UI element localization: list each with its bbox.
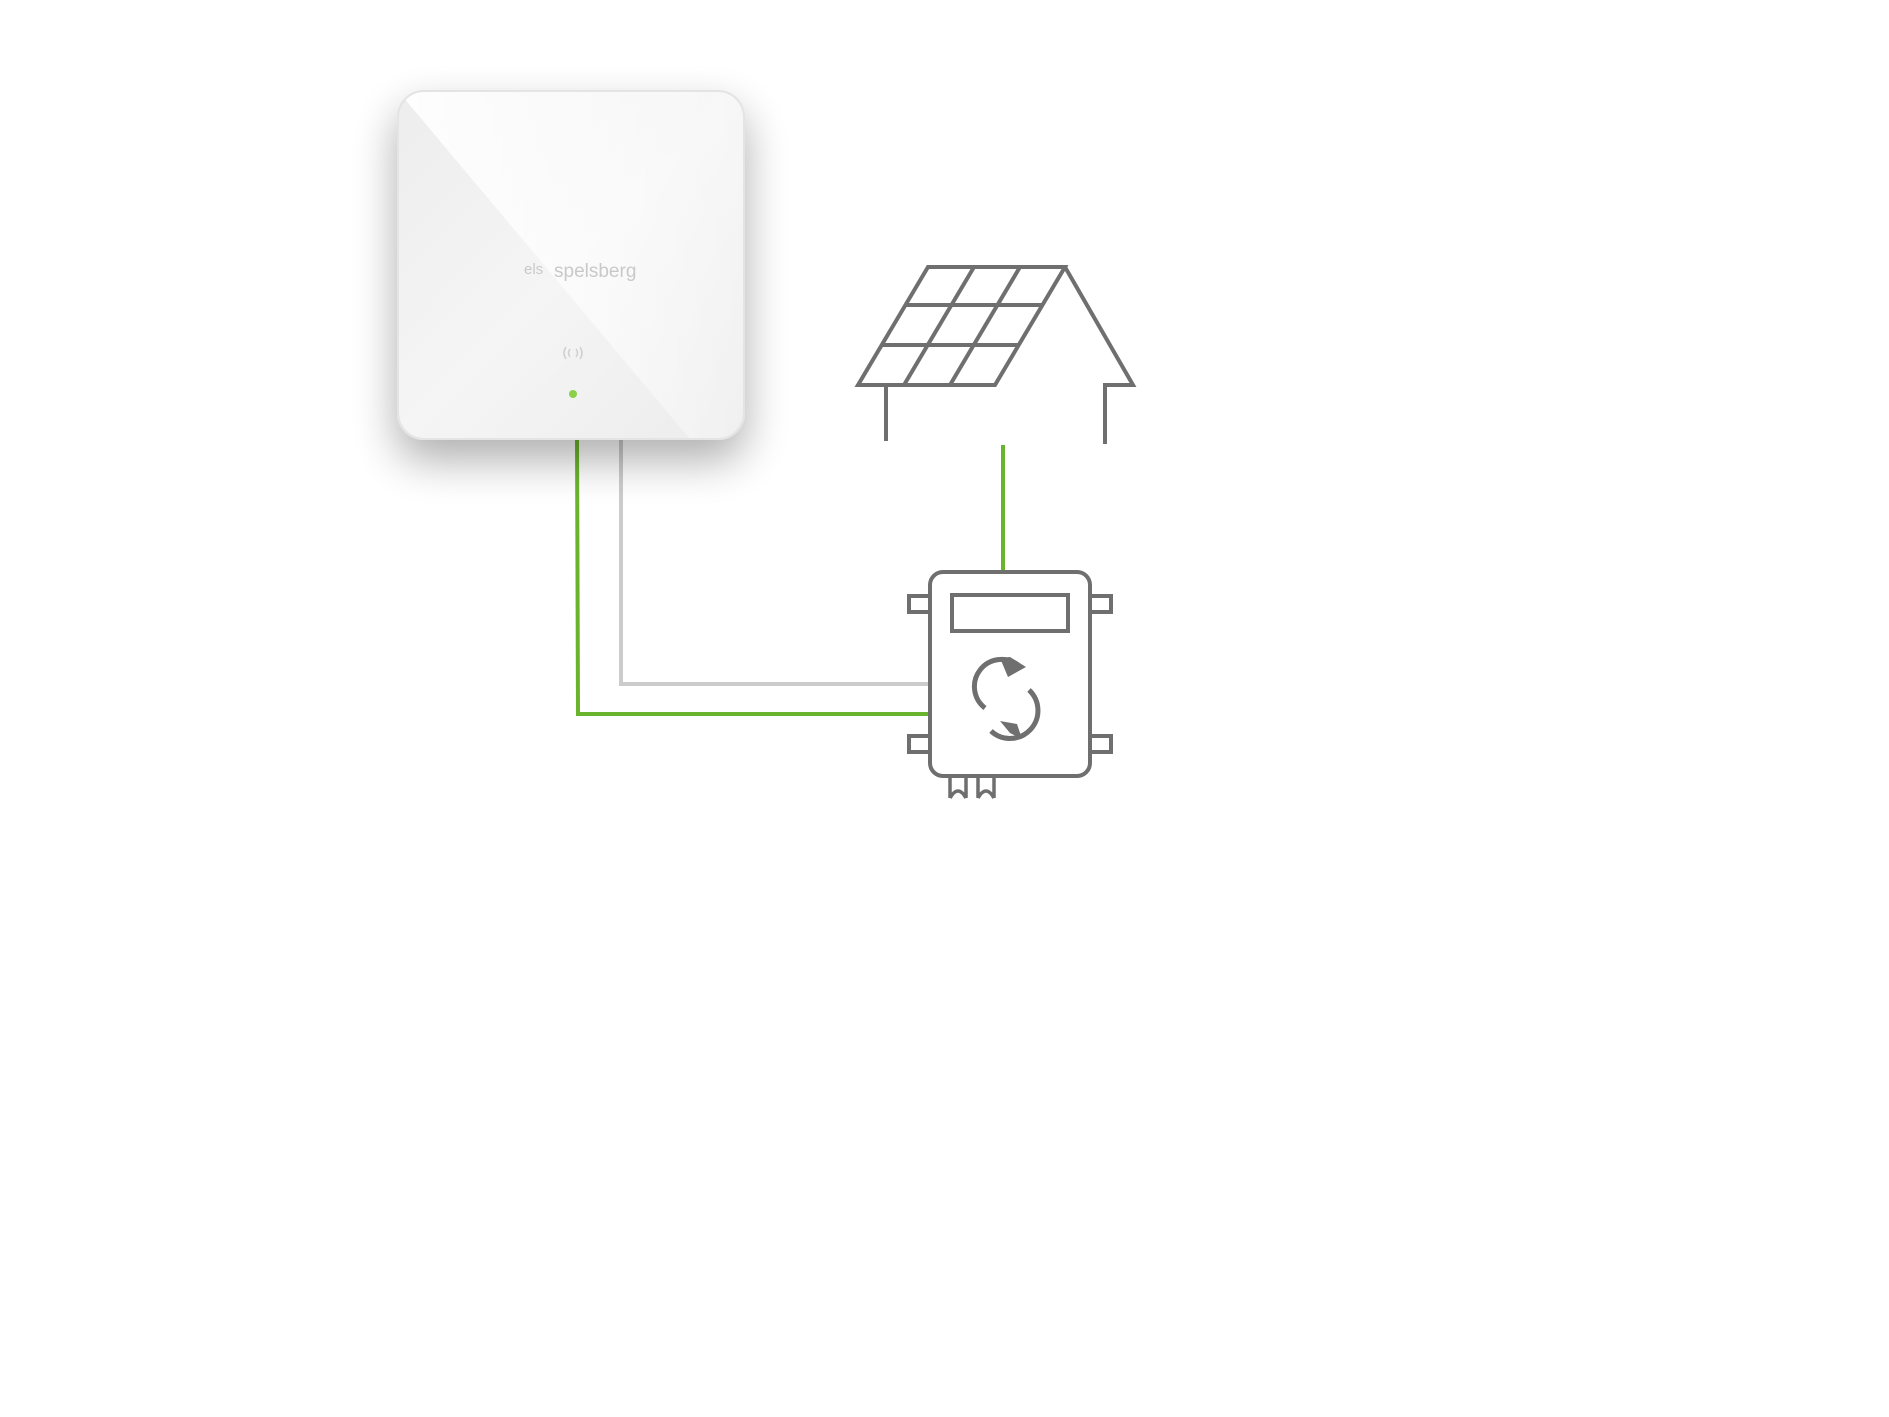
brand-mark: els [524,261,543,278]
data-cable-green [575,436,930,716]
meter-display [950,593,1070,633]
cables [575,436,1005,716]
rfid-icon [563,346,583,360]
wallbox-sheen [398,91,744,439]
brand-logo: els spelsberg [524,261,636,282]
house-with-solar-roof-icon [854,265,1137,444]
brand-name: spelsberg [554,261,636,282]
house-outline [1063,266,1137,444]
wallbox: els spelsberg [397,90,745,440]
power-cable-gray [619,437,930,686]
energy-meter-icon [907,570,1113,799]
meter-body [928,570,1092,778]
status-led [569,390,577,398]
